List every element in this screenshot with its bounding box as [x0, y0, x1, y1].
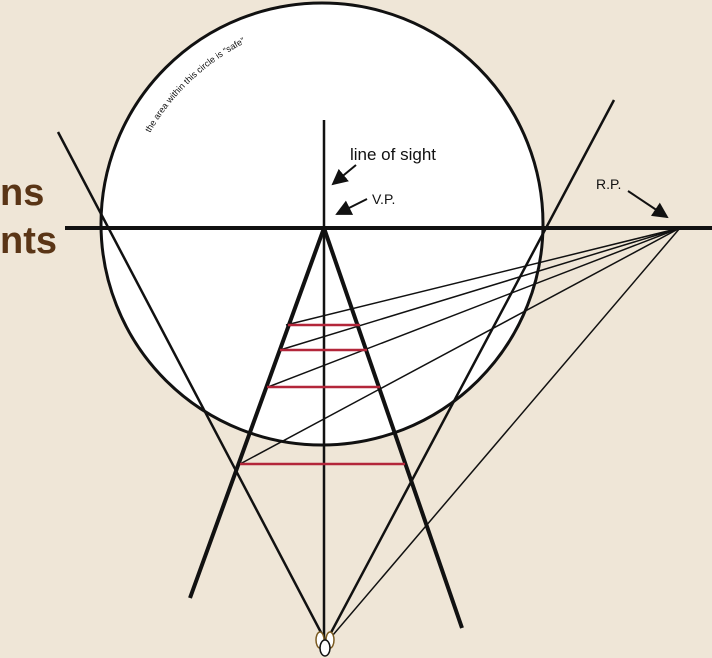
vp-label: V.P.	[372, 191, 395, 207]
measuring-line-2	[279, 227, 681, 351]
measuring-line-1	[285, 227, 681, 326]
rp-arrow	[627, 190, 669, 219]
measuring-line-4	[239, 227, 681, 465]
rp-label: R.P.	[596, 176, 621, 192]
right-rail-line	[322, 227, 464, 629]
measuring-line-3	[267, 227, 681, 388]
line-of-sight-arrow	[331, 164, 357, 186]
heading-line-1: ns	[0, 172, 45, 214]
left-station-line	[56, 131, 328, 643]
safe-area-circle	[99, 1, 545, 447]
heading-line-2: nts	[0, 220, 57, 262]
rp-station-line	[326, 227, 681, 643]
left-rail-line	[188, 227, 326, 599]
right-station-line	[324, 99, 616, 643]
vp-arrow	[335, 198, 368, 215]
line-of-sight-label: line of sight	[350, 145, 436, 164]
viewer-eye-icon	[315, 631, 335, 657]
